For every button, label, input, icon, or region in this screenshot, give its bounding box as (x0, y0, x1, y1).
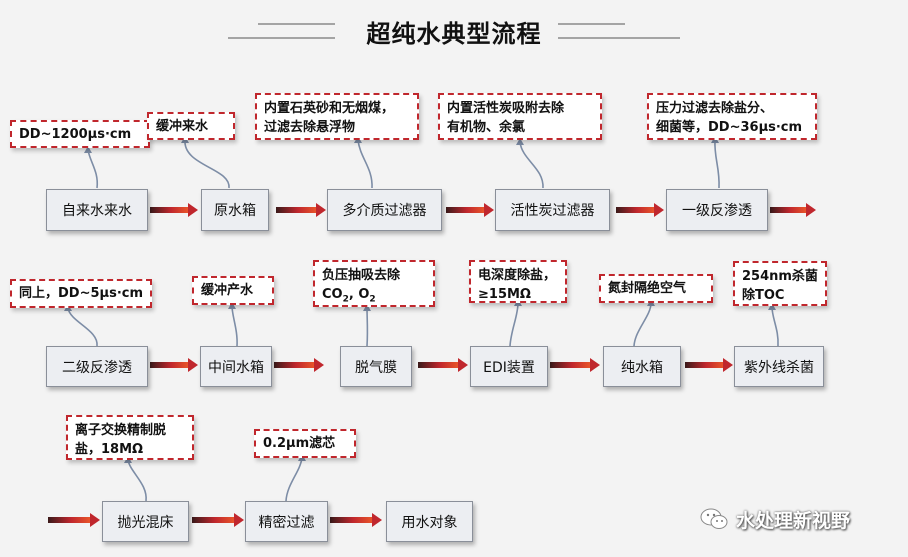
note-intermediate-tank: 缓冲产水 (192, 276, 274, 305)
flow-arrow-b7-b8 (274, 358, 324, 372)
note-polishing-bed: 离子交换精制脱 盐，18MΩ (66, 415, 194, 460)
note-line: 压力过滤去除盐分、 (656, 101, 774, 116)
note-raw-water-tank: 缓冲来水 (147, 112, 235, 140)
watermark: 水处理新视野 (700, 506, 850, 532)
connector-head-b7 (228, 302, 236, 309)
connector-b1 (87, 149, 99, 189)
process-box-pure-water-tank: 纯水箱 (603, 346, 681, 387)
flow-arrow-b4-b5 (616, 203, 664, 217)
process-box-water-user: 用水对象 (386, 501, 473, 542)
note-line: 离子交换精制脱 (75, 423, 167, 438)
note-line: 除TOC (742, 288, 785, 303)
note-precision-filter: 0.2μm滤芯 (254, 429, 356, 458)
note-subscript: 2 (342, 294, 349, 305)
note-degassing: 负压抽吸去除 CO2, O2 (313, 260, 435, 307)
note-line: 电深度除盐， (478, 268, 557, 283)
note-first-ro: 压力过滤去除盐分、 细菌等，DD~36μs·cm (647, 93, 817, 140)
flow-arrow-b13-b14 (330, 513, 382, 527)
note-second-ro: 同上，DD~5μs·cm (10, 279, 152, 308)
connector-head-b8 (363, 304, 371, 311)
connector-b11 (771, 306, 779, 347)
note-tap-water: DD~1200μs·cm (10, 120, 150, 148)
note-line: 细菌等，DD~36μs·cm (656, 120, 803, 135)
flow-arrow-b12-b13 (192, 513, 244, 527)
process-box-multimedia-filter: 多介质过滤器 (327, 189, 442, 231)
wechat-icon (700, 508, 728, 529)
process-box-polishing-mixed-bed: 抛光混床 (102, 501, 189, 542)
note-line: CO (322, 287, 343, 302)
connector-b13 (285, 457, 303, 502)
process-box-first-ro: 一级反渗透 (666, 189, 768, 231)
flow-arrow-b10-b11 (685, 358, 733, 372)
flow-arrow-b5-out (770, 203, 816, 217)
flow-arrow-b6-b7 (150, 358, 198, 372)
process-box-intermediate-tank: 中间水箱 (200, 346, 272, 387)
flow-arrow-b3-b4 (446, 203, 494, 217)
process-box-degassing-membrane: 脱气膜 (340, 346, 412, 387)
note-pure-water-tank: 氮封隔绝空气 (599, 274, 713, 303)
process-box-precision-filter: 精密过滤 (245, 501, 328, 542)
watermark-text: 水处理新视野 (736, 509, 851, 532)
note-subscript: 2 (369, 294, 376, 305)
connector-head-b11 (768, 303, 776, 310)
connector-b4 (519, 141, 544, 189)
note-line: 254nm杀菌 (742, 269, 818, 284)
note-line: , O (348, 287, 370, 302)
note-activated-carbon: 内置活性炭吸附去除 有机物、余氯 (438, 93, 602, 140)
connector-b10 (633, 302, 652, 347)
flow-arrow-b8-b9 (418, 358, 468, 372)
flow-arrow-b1-b2 (150, 203, 198, 217)
flow-arrow-b2-b3 (276, 203, 326, 217)
connector-b9 (509, 302, 519, 347)
connector-b12 (127, 459, 147, 502)
connector-head-b1 (84, 146, 92, 153)
note-line: 过滤去除悬浮物 (264, 120, 356, 135)
note-line: 有机物、余氯 (447, 120, 526, 135)
note-line: 内置活性炭吸附去除 (447, 101, 565, 116)
process-box-tap-water: 自来水来水 (46, 189, 148, 231)
note-line: 负压抽吸去除 (322, 268, 401, 283)
diagram-title: 超纯水典型流程 (366, 20, 542, 48)
connector-b3 (357, 139, 373, 189)
note-line: 内置石英砂和无烟煤， (264, 101, 395, 116)
note-uv: 254nm杀菌 除TOC (733, 261, 827, 306)
note-edi: 电深度除盐， ≥15MΩ (469, 260, 567, 303)
process-box-raw-water-tank: 原水箱 (201, 189, 269, 231)
note-line: ≥15MΩ (478, 287, 531, 302)
process-box-activated-carbon-filter: 活性炭过滤器 (495, 189, 610, 231)
note-multimedia-filter: 内置石英砂和无烟煤， 过滤去除悬浮物 (255, 93, 419, 140)
connector-b5 (714, 139, 720, 189)
connector-b2 (184, 139, 230, 189)
connector-head-b4 (516, 138, 524, 145)
process-box-second-ro: 二级反渗透 (46, 346, 148, 387)
connector-b6 (67, 307, 98, 347)
connector-b7 (231, 305, 238, 347)
process-box-uv-sterilizer: 紫外线杀菌 (734, 346, 824, 387)
flow-arrow-b9-b10 (550, 358, 600, 372)
flow-arrow-in-b12 (48, 513, 100, 527)
process-box-edi: EDI装置 (470, 346, 548, 387)
note-line: 盐，18MΩ (75, 442, 144, 457)
title-rules (228, 23, 680, 39)
